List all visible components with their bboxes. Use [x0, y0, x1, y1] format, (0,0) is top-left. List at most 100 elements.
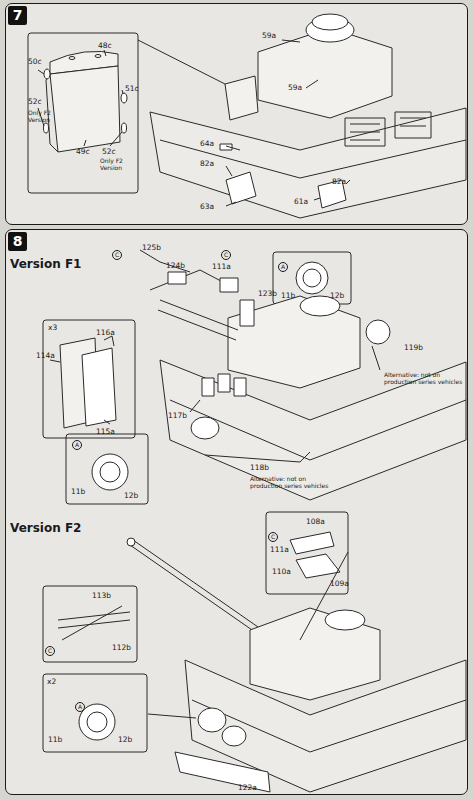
callout-number: 114a — [36, 352, 55, 360]
engine-deck — [395, 112, 431, 138]
callout-number: 124b — [166, 262, 185, 270]
callout-number: 82a — [332, 178, 346, 186]
callout-number: 118b — [250, 464, 269, 472]
callout-number: 63a — [200, 203, 214, 211]
turret — [250, 608, 380, 700]
plate — [226, 172, 256, 204]
wheel-hub — [87, 712, 107, 732]
gun-barrel — [158, 300, 238, 340]
hull-edge — [170, 400, 466, 460]
wheel-hub — [100, 462, 120, 482]
wheel-hub — [303, 269, 321, 287]
callout-number: 117b — [168, 412, 187, 420]
bin-fitted — [225, 76, 258, 120]
callout-number: 11b — [281, 292, 295, 300]
callout-number: 122a — [238, 784, 257, 792]
callout-number: 49c — [76, 148, 90, 156]
version-heading: Version F1 — [10, 258, 81, 271]
inset-frame — [66, 434, 148, 504]
note-text: Only F2 Version — [100, 158, 136, 172]
jerrycan — [82, 348, 116, 426]
wheel — [296, 262, 328, 294]
inset-frame — [266, 512, 348, 594]
callout-number: x3 — [48, 324, 57, 332]
symbol-mark: C — [112, 250, 122, 260]
symbol-mark: C — [45, 646, 55, 656]
hull-edge — [160, 140, 466, 178]
note-text: Only F2 Version — [28, 110, 64, 124]
symbol-mark: A — [75, 702, 85, 712]
spare-wheel — [366, 320, 390, 344]
rivet — [95, 55, 101, 58]
callout-number: 109a — [330, 580, 349, 588]
callout-number: 12b — [118, 736, 132, 744]
bin-disc — [44, 69, 50, 79]
mantlet — [240, 300, 254, 326]
hatch — [290, 532, 334, 554]
tool — [58, 606, 130, 640]
callout-number: 113b — [92, 592, 111, 600]
callout-number: 48c — [98, 42, 112, 50]
callout-number: 115a — [96, 428, 115, 436]
inset-frame — [28, 33, 138, 193]
bin-pad — [44, 123, 49, 133]
road-wheel — [222, 726, 246, 746]
cupola — [325, 610, 365, 630]
step-number: 8 — [8, 232, 27, 251]
callout-number: 108a — [306, 518, 325, 526]
bin-body — [50, 66, 120, 152]
leader-line — [190, 346, 380, 462]
callout-number: 51c — [125, 85, 139, 93]
panel-ground — [5, 229, 468, 795]
hull — [150, 108, 466, 218]
rivet — [69, 57, 75, 60]
symbol-mark: C — [268, 532, 278, 542]
note-text: Alternative: not on production series ve… — [384, 372, 468, 386]
note-text: Alternative: not on production series ve… — [250, 476, 338, 490]
callout-number: 52c — [102, 148, 116, 156]
leader-line — [148, 552, 348, 718]
callout-number: 50c — [28, 58, 42, 66]
grille — [350, 118, 426, 140]
symbol-mark: A — [72, 440, 82, 450]
inset-frame — [43, 586, 137, 662]
callout-number: 110a — [272, 568, 291, 576]
jerrycan — [234, 378, 246, 396]
callout-number: 52c — [28, 98, 42, 106]
callout-number: 59a — [288, 84, 302, 92]
inset-frame — [43, 320, 135, 438]
symbol-mark: C — [221, 250, 231, 260]
leader-line — [138, 40, 225, 84]
idler-wheel — [191, 417, 219, 439]
callout-number: 64a — [200, 140, 214, 148]
bin-disc — [121, 93, 127, 103]
hatch — [296, 554, 340, 578]
jerrycan — [218, 374, 230, 392]
callout-number: 123b — [258, 290, 277, 298]
jerrycan — [202, 378, 214, 396]
leader-line — [38, 50, 123, 146]
callout-number: 116a — [96, 329, 115, 337]
callout-number: 11b — [48, 736, 62, 744]
leader-line — [50, 336, 114, 424]
bin-pad — [122, 123, 127, 133]
part — [220, 278, 238, 292]
inset-frame — [273, 252, 351, 304]
callout-number: 11b — [71, 488, 85, 496]
leader-line — [226, 40, 350, 206]
symbol-mark: A — [278, 262, 288, 272]
step-panel: 8 — [5, 229, 468, 795]
part — [168, 272, 186, 284]
callout-number: 12b — [124, 492, 138, 500]
callout-number: 112b — [112, 644, 131, 652]
callout-number: 82a — [200, 160, 214, 168]
version-heading: Version F2 — [10, 522, 81, 535]
callout-number: 119b — [404, 344, 423, 352]
callout-number: 12b — [330, 292, 344, 300]
callout-number: 59a — [262, 32, 276, 40]
muzzle-brake — [127, 538, 135, 546]
turret — [228, 296, 360, 388]
